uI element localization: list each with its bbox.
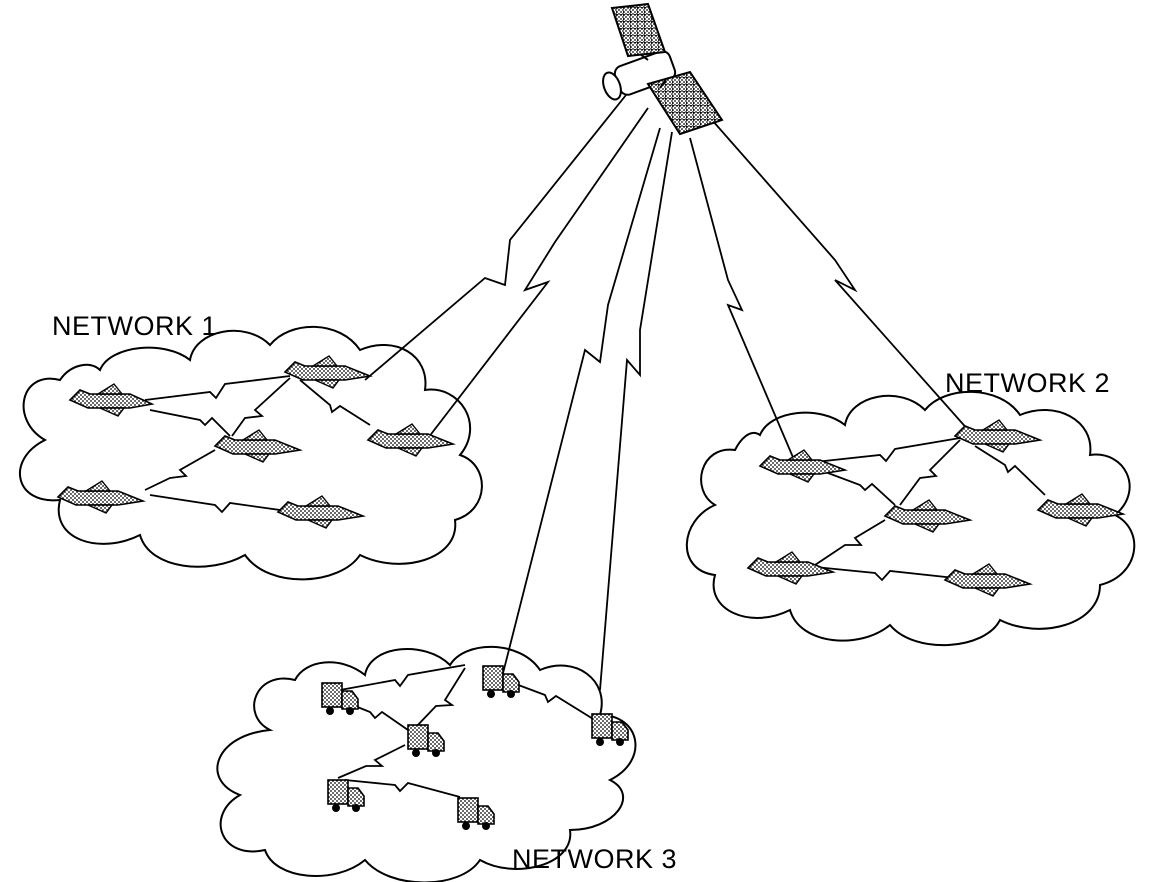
aircraft-icon — [366, 423, 456, 457]
network-2-nodes — [746, 419, 1126, 597]
truck-icon — [407, 724, 445, 757]
uplink-network-2-a — [689, 137, 796, 463]
network-3-nodes — [321, 665, 629, 830]
aircraft-icon — [68, 383, 155, 417]
aircraft-icon — [746, 551, 836, 585]
uplink-network-1-b — [424, 107, 649, 443]
aircraft-icon — [758, 449, 848, 483]
aircraft-icon — [213, 429, 303, 463]
network-3-links — [337, 664, 599, 798]
aircraft-icon — [276, 495, 366, 529]
truck-icon — [457, 797, 495, 830]
network-1-label: NETWORK 1 — [52, 311, 217, 341]
network-2-label: NETWORK 2 — [945, 368, 1110, 398]
uplink-network-2-b — [711, 119, 971, 433]
satellite-links — [364, 89, 971, 691]
aircraft-icon — [283, 355, 373, 389]
aircraft-icon — [943, 563, 1033, 597]
aircraft-icon — [953, 419, 1043, 453]
uplink-network-3-b — [599, 131, 673, 691]
truck-icon — [327, 779, 365, 812]
network-1-nodes — [56, 355, 456, 529]
uplink-network-3-a — [499, 127, 661, 686]
truck-icon — [321, 682, 359, 715]
truck-icon — [482, 665, 520, 698]
aircraft-icon — [883, 499, 973, 533]
aircraft-icon — [1036, 493, 1126, 527]
network-1-links — [144, 375, 371, 514]
truck-icon — [591, 713, 629, 746]
uplink-network-1-a — [364, 89, 631, 381]
network-3-label: NETWORK 3 — [512, 844, 677, 874]
aircraft-icon — [56, 480, 146, 514]
satellite-icon — [602, 2, 724, 136]
network-2-links — [814, 437, 1046, 582]
